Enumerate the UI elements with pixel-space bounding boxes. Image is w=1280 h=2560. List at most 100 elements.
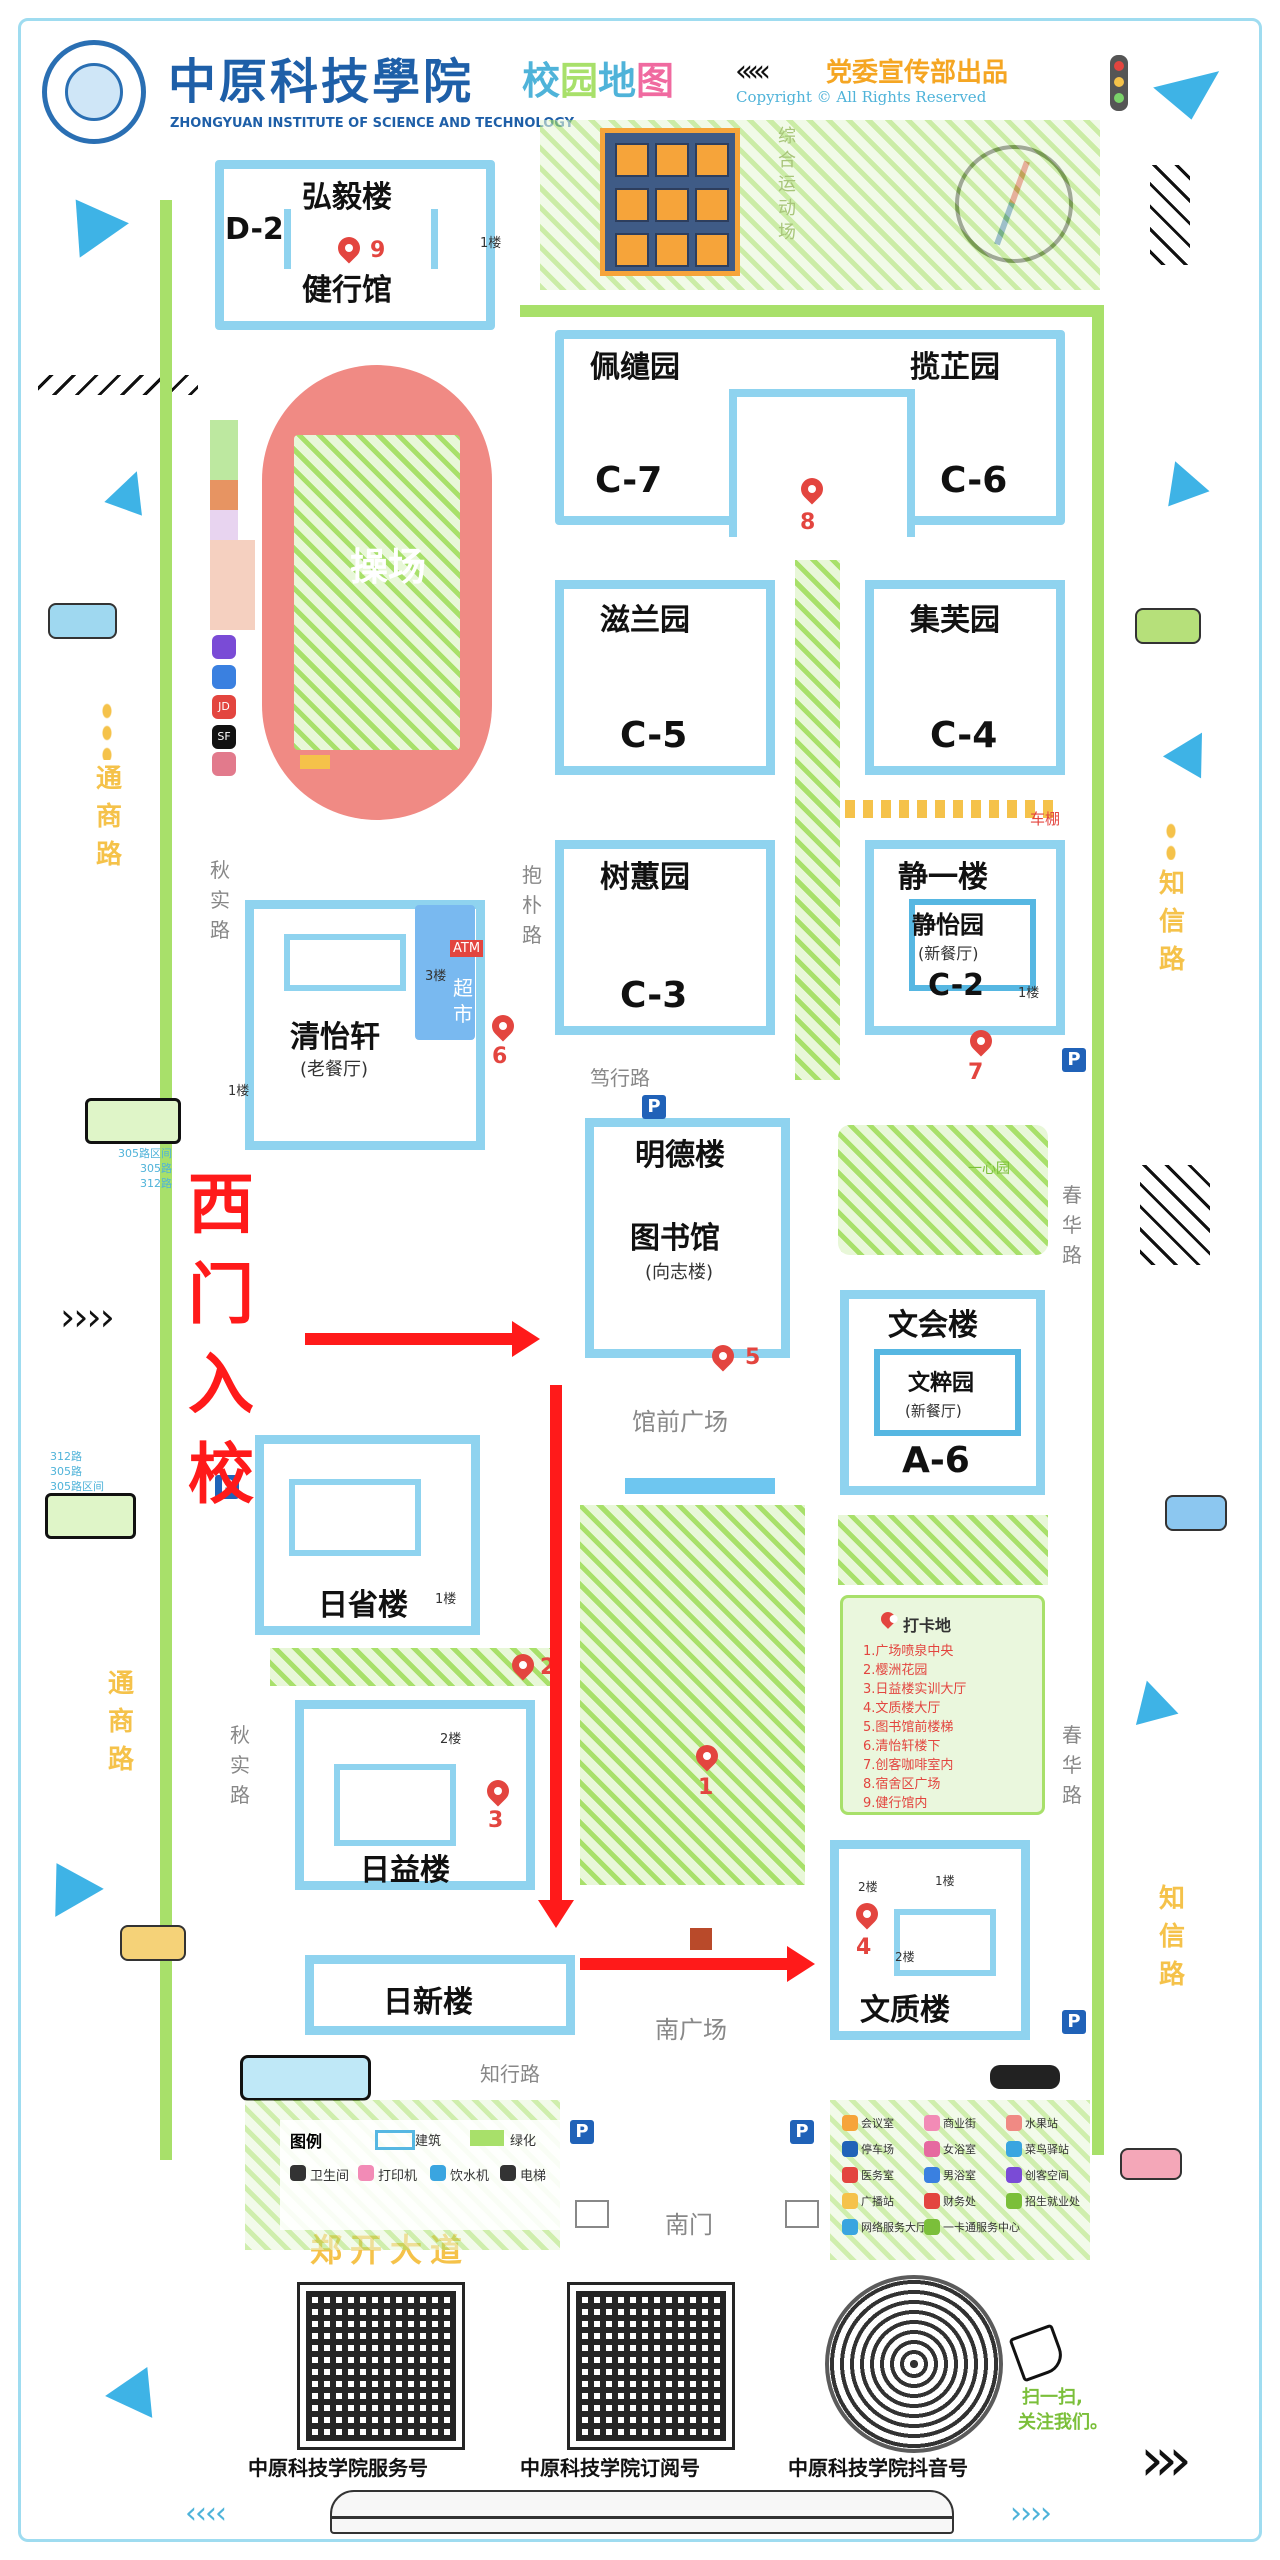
legend-item: 打印机 <box>378 2169 418 2184</box>
school-logo <box>42 40 146 144</box>
map-title: 校园地图 <box>522 50 674 105</box>
legend-icon <box>842 2193 858 2209</box>
building-c4[interactable] <box>865 580 1065 775</box>
sports-field-label: 综合运动场 <box>778 126 796 243</box>
building-name-shuhui: 树蕙园 <box>600 860 690 895</box>
legend-item: 网络服务大厅 <box>861 2221 927 2234</box>
legend-icon <box>924 2193 940 2209</box>
chevron-right-icon: ›››› <box>60 1295 115 1339</box>
checkin-item: 2.樱洲花园 <box>863 1663 928 1678</box>
legend-icon <box>1006 2115 1022 2131</box>
decor-dots <box>1164 820 1178 860</box>
car-icon <box>48 603 117 639</box>
legend-item: 商业街 <box>943 2117 976 2130</box>
arrowhead-icon <box>787 1946 815 1982</box>
elevator-icon <box>500 2165 516 2181</box>
department-credit: 党委宣传部出品 <box>826 58 1009 88</box>
legend-item: 医务室 <box>861 2169 894 2182</box>
legend-icon <box>842 2115 858 2131</box>
chevron-left-icon: ‹‹‹‹ <box>185 2496 227 2531</box>
pin-number: 3 <box>488 1808 504 1833</box>
building-wenzhi[interactable] <box>830 1840 1030 2040</box>
floor1-label: 1楼 <box>228 1084 250 1099</box>
west-gate-char: 校 <box>188 1436 254 1513</box>
building-name-jifu: 集芙园 <box>910 603 1000 638</box>
building-code-c7: C-7 <box>595 460 663 501</box>
color-block <box>210 480 238 510</box>
legend-icon <box>1006 2167 1022 2183</box>
legend-green-swatch <box>470 2130 504 2146</box>
legend-item: 财务处 <box>943 2195 976 2208</box>
building-c5[interactable] <box>555 580 775 775</box>
school-name-cn: 中原科技學院 <box>168 54 475 110</box>
building-rixing[interactable] <box>255 1435 480 1635</box>
checkin-title: 打卡地 <box>903 1616 952 1635</box>
legend-item: 电梯 <box>520 2169 547 2184</box>
logo-emblem <box>65 63 123 121</box>
green-block <box>838 1515 1048 1585</box>
color-block <box>210 540 255 630</box>
yixin-garden <box>838 1125 1048 1255</box>
building-code-c4: C-4 <box>930 715 998 756</box>
checkin-item: 8.宿舍区广场 <box>863 1777 941 1792</box>
legend-building-swatch <box>375 2130 415 2150</box>
legend-item: 建筑 <box>415 2134 442 2149</box>
printer-icon <box>358 2165 374 2181</box>
arrowhead-icon <box>538 1900 574 1928</box>
bus-icon <box>45 1493 136 1539</box>
building-rixin[interactable] <box>305 1955 575 2035</box>
pin-number: 9 <box>370 238 386 263</box>
legend-item: 菜鸟驿站 <box>1025 2143 1069 2156</box>
legend-item: 男浴室 <box>943 2169 976 2182</box>
parking-icon: P <box>570 2120 594 2144</box>
map-title-char: 地 <box>598 59 637 103</box>
legend-title: 图例 <box>290 2132 323 2151</box>
building-mingde[interactable] <box>585 1118 790 1358</box>
car-icon <box>1120 2148 1182 2180</box>
qr-label: 中原科技学院抖音号 <box>788 2456 968 2480</box>
bus-route: 312路 <box>50 1450 82 1463</box>
checkin-item: 4.文质楼大厅 <box>863 1701 941 1716</box>
sf-icon: SF <box>212 725 236 749</box>
route-arrow-south <box>550 1385 562 1905</box>
legend-item: 水果站 <box>1025 2117 1058 2130</box>
parking-icon: P <box>1062 1048 1086 1072</box>
arrowhead-icon <box>512 1321 540 1357</box>
building-code-c6: C-6 <box>940 460 1008 501</box>
checkin-item: 5.图书馆前楼梯 <box>863 1720 954 1735</box>
green-belt <box>160 200 172 2160</box>
checkin-item: 3.日益楼实训大厅 <box>863 1682 967 1697</box>
route-arrow-east <box>305 1333 515 1345</box>
map-title-char: 图 <box>636 59 675 103</box>
map-frame <box>18 18 1262 2542</box>
toilet-icon <box>290 2165 306 2181</box>
qr-code-subscription[interactable] <box>567 2282 735 2450</box>
building-name-wenhui: 文会楼 <box>888 1308 978 1343</box>
supermarket-label: 超市 <box>453 976 473 1026</box>
road-tongshang-top: 通商路 <box>95 764 122 870</box>
scan-text: 扫一扫, <box>1022 2387 1083 2408</box>
running-track <box>262 365 492 820</box>
qr-code-douyin[interactable] <box>825 2275 1003 2453</box>
building-name-rixing: 日省楼 <box>318 1588 408 1623</box>
road-baopu: 抱朴路 <box>522 863 542 947</box>
building-name-riyi: 日益楼 <box>360 1853 450 1888</box>
legend-item: 女浴室 <box>943 2143 976 2156</box>
west-gate-char: 西 <box>188 1166 254 1243</box>
building-c3[interactable] <box>555 840 775 1035</box>
canteen-name-wencui: 文粹园 <box>908 1371 975 1396</box>
legend-icon <box>1006 2141 1022 2157</box>
qr-label: 中原科技学院服务号 <box>248 2456 428 2480</box>
building-c2[interactable] <box>865 840 1065 1035</box>
car-icon <box>1165 1495 1227 1531</box>
delivery-icon <box>212 665 236 689</box>
road-qiushi-bottom: 秋实路 <box>230 1723 250 1807</box>
copyright-text: Copyright © All Rights Reserved <box>736 88 987 106</box>
track-marker <box>300 755 330 769</box>
qr-code-service[interactable] <box>297 2282 465 2450</box>
store-icon <box>212 752 236 776</box>
building-wenhui[interactable] <box>840 1290 1045 1495</box>
south-plaza-green <box>580 1505 805 1885</box>
checkin-item: 1.广场喷泉中央 <box>863 1644 954 1659</box>
car-icon <box>990 2065 1060 2089</box>
